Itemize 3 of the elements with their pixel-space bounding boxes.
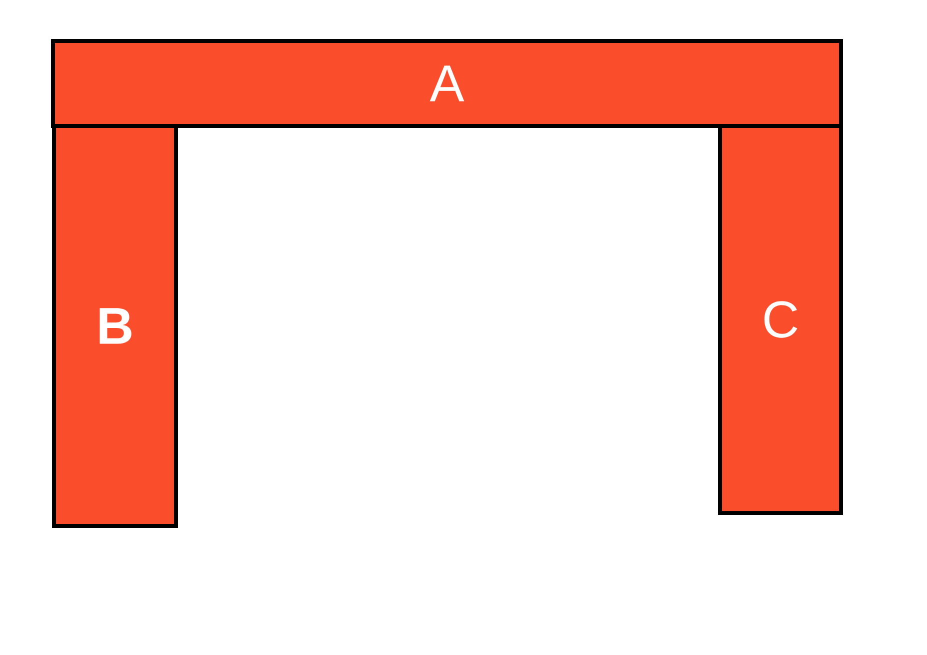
block-box: B [52, 124, 178, 528]
block-box: C [718, 124, 843, 515]
block-box: A [51, 39, 843, 128]
